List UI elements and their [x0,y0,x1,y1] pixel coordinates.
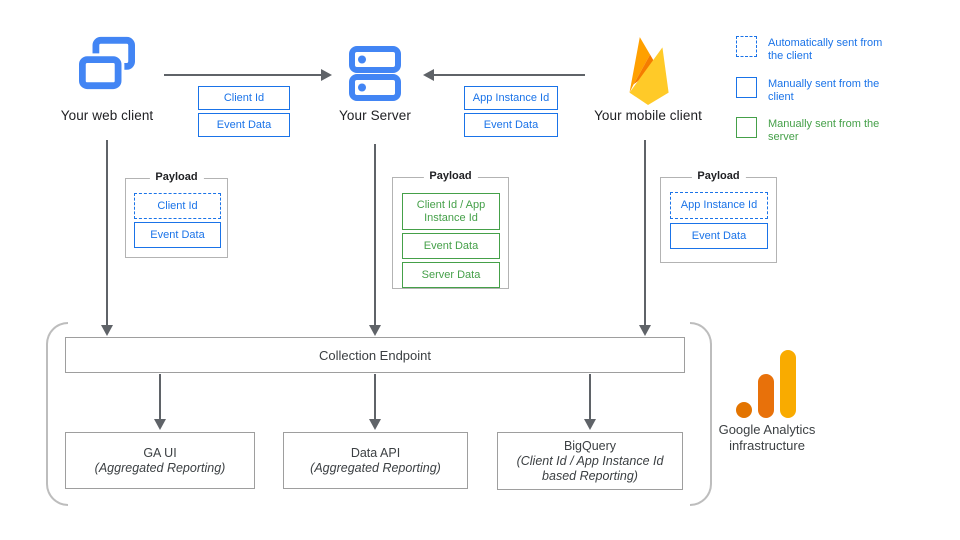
legend-label-manual-client: Manually sent from the client [768,78,880,103]
bigquery-title: BigQuery [563,438,617,453]
payload-group-mobile: Payload App Instance Id Event Data [660,170,777,263]
payload-group-web-title: Payload [149,171,204,183]
legend-swatch-manual-server [736,117,757,138]
bigquery-subtitle: (Client Id / App Instance Id based Repor… [516,453,664,483]
analytics-caption: Google Analytics infrastructure [718,422,816,453]
payload-web-event-data: Event Data [134,222,221,248]
arrow-server-down-head-icon [369,325,381,336]
google-analytics-icon [736,350,796,418]
payload-group-server: Payload Client Id / App Instance Id Even… [392,170,509,289]
bracket-right [690,322,712,506]
arrow-web-to-server-head-icon [321,69,332,81]
payload-server-event-data: Event Data [402,233,500,259]
arrow-endpoint-bigquery-head-icon [584,419,596,430]
arrow-mobile-to-server-line [434,74,585,76]
collection-endpoint-box: Collection Endpoint [65,337,685,373]
ga-ui-title: GA UI [143,445,177,460]
payload-mobile-event-data: Event Data [670,223,768,249]
legend-label-manual-server: Manually sent from the server [768,118,880,143]
arrow-mobile-to-server-head-icon [423,69,434,81]
arrow-mobile-down-line [644,140,646,326]
data-api-title: Data API [350,445,401,460]
arrow-mobile-down-head-icon [639,325,651,336]
payload-server-ids: Client Id / App Instance Id [402,193,500,230]
payload-mobile-app-instance-id: App Instance Id [670,192,768,219]
arrow-endpoint-gaui-line [159,374,161,419]
edge-tag-app-instance-id: App Instance Id [464,86,558,110]
ga-ui-subtitle: (Aggregated Reporting) [94,460,226,475]
arrow-web-to-server-line [164,74,322,76]
mobile-client-label: Your mobile client [594,108,702,123]
arrow-endpoint-dataapi-line [374,374,376,419]
arrow-endpoint-gaui-head-icon [154,419,166,430]
data-api-box: Data API (Aggregated Reporting) [283,432,468,489]
payload-web-client-id: Client Id [134,193,221,219]
bigquery-box: BigQuery (Client Id / App Instance Id ba… [497,432,683,490]
payload-group-web: Payload Client Id Event Data [125,171,228,258]
legend-swatch-manual-client [736,77,757,98]
arrow-endpoint-bigquery-line [589,374,591,419]
edge-tag-event-data-mobile: Event Data [464,113,558,137]
payload-group-server-title: Payload [423,170,478,182]
web-client-icon [76,36,135,92]
edge-tag-client-id: Client Id [198,86,290,110]
data-api-subtitle: (Aggregated Reporting) [310,460,441,475]
arrow-endpoint-dataapi-head-icon [369,419,381,430]
server-label: Your Server [339,108,411,123]
arrow-server-down-line [374,144,376,326]
arrow-web-down-line [106,140,108,326]
server-icon [349,46,401,102]
legend-label-auto-client: Automatically sent from the client [768,37,883,62]
legend-swatch-auto-client [736,36,757,57]
firebase-icon [617,34,677,106]
ga-ui-box: GA UI (Aggregated Reporting) [65,432,255,489]
edge-tag-event-data: Event Data [198,113,290,137]
arrow-web-down-head-icon [101,325,113,336]
payload-group-mobile-title: Payload [691,170,746,182]
web-client-label: Your web client [60,108,154,123]
payload-server-server-data: Server Data [402,262,500,288]
